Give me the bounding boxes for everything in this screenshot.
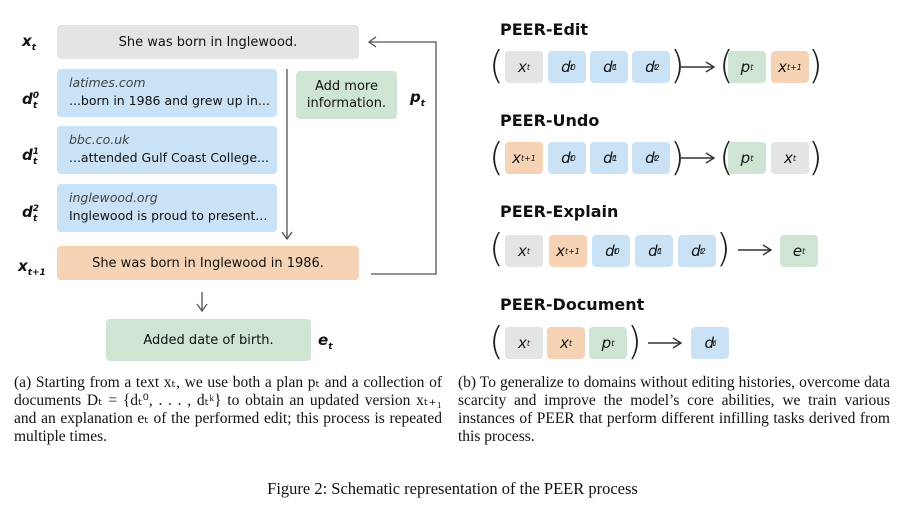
x-next-text: She was born in Inglewood in 1986.	[92, 255, 324, 271]
doc-0-source: latimes.com	[69, 75, 146, 90]
doc-2-box: inglewood.org Inglewood is proud to pres…	[57, 184, 277, 232]
down-arrow-head	[281, 231, 293, 241]
paren-close: )	[808, 135, 823, 179]
paren-open: (	[489, 43, 504, 87]
e-t-label: et	[318, 331, 333, 352]
arrow-undo-head	[705, 152, 716, 164]
doc-2-label: d2t	[22, 203, 40, 224]
paren-close: )	[670, 43, 685, 87]
x-t-box: She was born in Inglewood.	[57, 25, 359, 59]
x-t-label: xt	[22, 32, 36, 53]
x-next-label: xt+1	[18, 257, 46, 278]
peer-undo-title: PEER-Undo	[500, 111, 600, 130]
arrow-edit-head	[705, 61, 716, 73]
paren-open: (	[489, 319, 504, 363]
paren-close: )	[627, 319, 642, 363]
paren-close: )	[670, 135, 685, 179]
doc-1-snippet: ...attended Gulf Coast College...	[69, 150, 269, 165]
arrow-explain-head	[762, 244, 773, 256]
doc-2-snippet: Inglewood is proud to present...	[69, 208, 268, 223]
peer-explain-title: PEER-Explain	[500, 202, 619, 221]
plan-box: Add more information.	[296, 71, 397, 119]
peer-document-title: PEER-Document	[500, 295, 645, 314]
explanation-text: Added date of birth.	[143, 332, 274, 348]
doc-1-box: bbc.co.uk ...attended Gulf Coast College…	[57, 126, 277, 174]
paren-close: )	[808, 43, 823, 87]
p-t-label: pt	[410, 88, 426, 109]
paren-open: (	[489, 226, 504, 270]
plan-text: Add more information.	[306, 79, 387, 111]
caption-b: (b) To generalize to domains without edi…	[458, 374, 890, 445]
doc-1-label: d1t	[22, 146, 40, 167]
paren-open: (	[489, 135, 504, 179]
x-next-box: She was born in Inglewood in 1986.	[57, 246, 359, 280]
caption-a: (a) Starting from a text xₜ, we use both…	[14, 374, 442, 445]
paren-close: )	[716, 226, 731, 270]
x-t-text: She was born in Inglewood.	[118, 34, 298, 50]
loop-arrow-line	[370, 41, 437, 275]
doc-0-box: latimes.com ...born in 1986 and grew up …	[57, 69, 277, 117]
doc-2-source: inglewood.org	[69, 190, 158, 205]
doc-1-source: bbc.co.uk	[69, 132, 130, 147]
expl-arrow-head	[196, 303, 208, 313]
doc-0-snippet: ...born in 1986 and grew up in...	[69, 93, 270, 108]
peer-edit-title: PEER-Edit	[500, 20, 589, 39]
explanation-box: Added date of birth.	[106, 319, 311, 361]
figure-caption: Figure 2: Schematic representation of th…	[267, 479, 638, 498]
doc-0-label: d0t	[22, 90, 40, 111]
loop-arrow-head	[367, 36, 377, 48]
arrow-document-head	[672, 337, 683, 349]
